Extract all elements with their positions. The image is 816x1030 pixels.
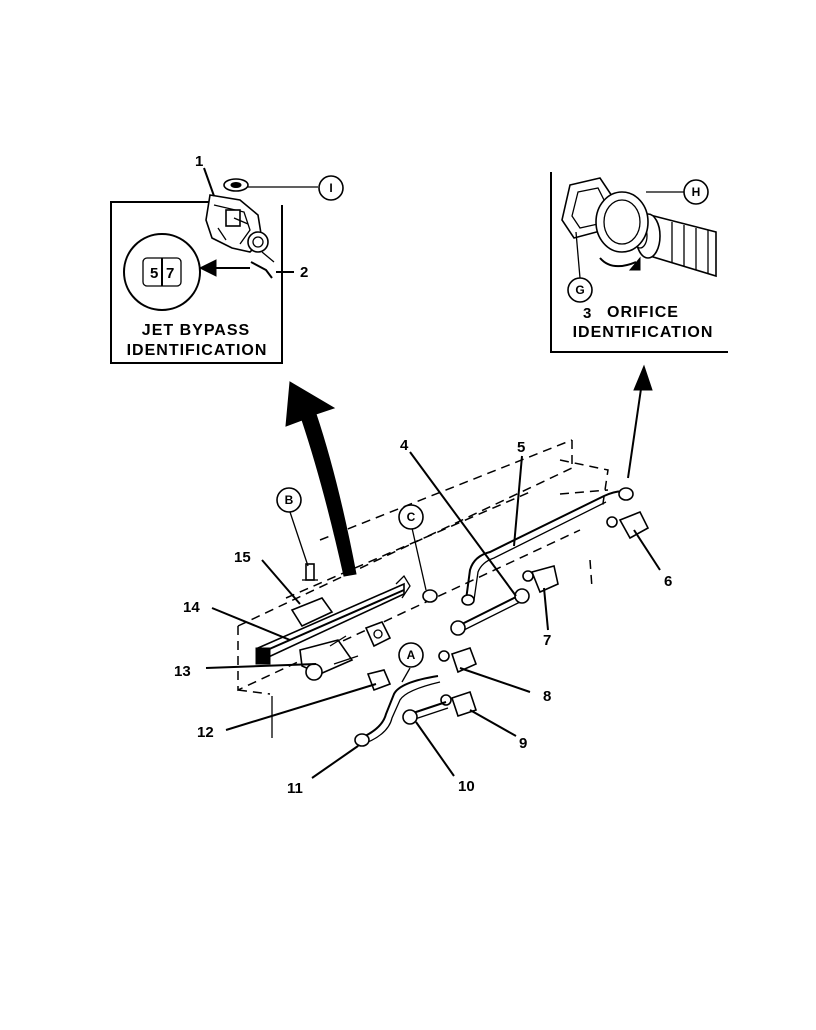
- fitting-8: [450, 646, 478, 674]
- orifice-pointer-arrow-shaft: [627, 381, 643, 479]
- jet-bypass-inset: 5 7 JET BYPASS IDENTIFICATION: [110, 178, 318, 364]
- orifice-caption-line1: ORIFICE: [607, 304, 679, 321]
- jet-bypass-frame: [110, 201, 283, 364]
- callout-9: 9: [519, 735, 527, 752]
- gas-valve: [299, 635, 359, 681]
- callout-6: 6: [664, 573, 672, 590]
- orifice-pointer-arrow-head: [633, 364, 653, 391]
- large-curved-arrow: [285, 381, 357, 577]
- jet-bypass-dial: 5 7: [123, 233, 201, 311]
- ref-letter-I: I: [318, 175, 344, 201]
- ref-letter-G-text: G: [575, 283, 584, 297]
- callout-numbers: 1 2 4 5 6 7 8 9 10 11 12 13 14 15: [174, 153, 672, 797]
- callout-15: 15: [234, 549, 251, 566]
- valve-12: [366, 669, 392, 692]
- pipe-11: [355, 675, 439, 741]
- callout-3: 3: [583, 305, 591, 322]
- callout-2: 2: [300, 264, 308, 281]
- ref-letter-C: C: [398, 504, 424, 530]
- orifice-caption-line2: IDENTIFICATION: [573, 324, 714, 341]
- callout-13: 13: [174, 663, 191, 680]
- ref-letter-I-text: I: [329, 181, 332, 195]
- callout-8: 8: [543, 688, 551, 705]
- callout-7: 7: [543, 632, 551, 649]
- ref-letter-A-text: A: [407, 648, 416, 662]
- callout-5: 5: [517, 439, 525, 456]
- ref-letter-B: B: [276, 487, 302, 513]
- pipe-4: [457, 593, 523, 627]
- dial-left-number: 5: [150, 265, 158, 282]
- orifice-inset: 3 ORIFICE IDENTIFICATION: [550, 172, 728, 353]
- pipe-10: [409, 701, 447, 715]
- callout-1: 1: [195, 153, 203, 170]
- fitting-6: [618, 510, 650, 540]
- orifice-frame: [550, 172, 728, 353]
- dial-right-number: 7: [166, 265, 174, 282]
- bypass-valve-drawing: [205, 194, 275, 279]
- callout-4: 4: [400, 437, 409, 454]
- callout-14: 14: [183, 599, 200, 616]
- jet-bypass-caption-line2: IDENTIFICATION: [127, 342, 268, 359]
- ref-letter-C-text: C: [407, 510, 416, 524]
- fitting-7: [530, 565, 559, 594]
- burner-assembly: [237, 439, 650, 747]
- leader-lines: [203, 167, 661, 779]
- ref-letter-G: G: [567, 277, 593, 303]
- ref-letter-H: H: [683, 179, 709, 205]
- callout-10: 10: [458, 778, 475, 795]
- callout-12: 12: [197, 724, 214, 741]
- bracket: [290, 597, 334, 628]
- ref-letter-B-text: B: [285, 493, 294, 507]
- ref-letter-H-text: H: [692, 185, 701, 199]
- jet-bypass-caption-line1: JET BYPASS: [142, 322, 250, 339]
- callout-11: 11: [287, 780, 303, 797]
- nut-c: [422, 589, 438, 603]
- ref-letter-A: A: [398, 642, 424, 668]
- bracket-screw: [305, 563, 315, 581]
